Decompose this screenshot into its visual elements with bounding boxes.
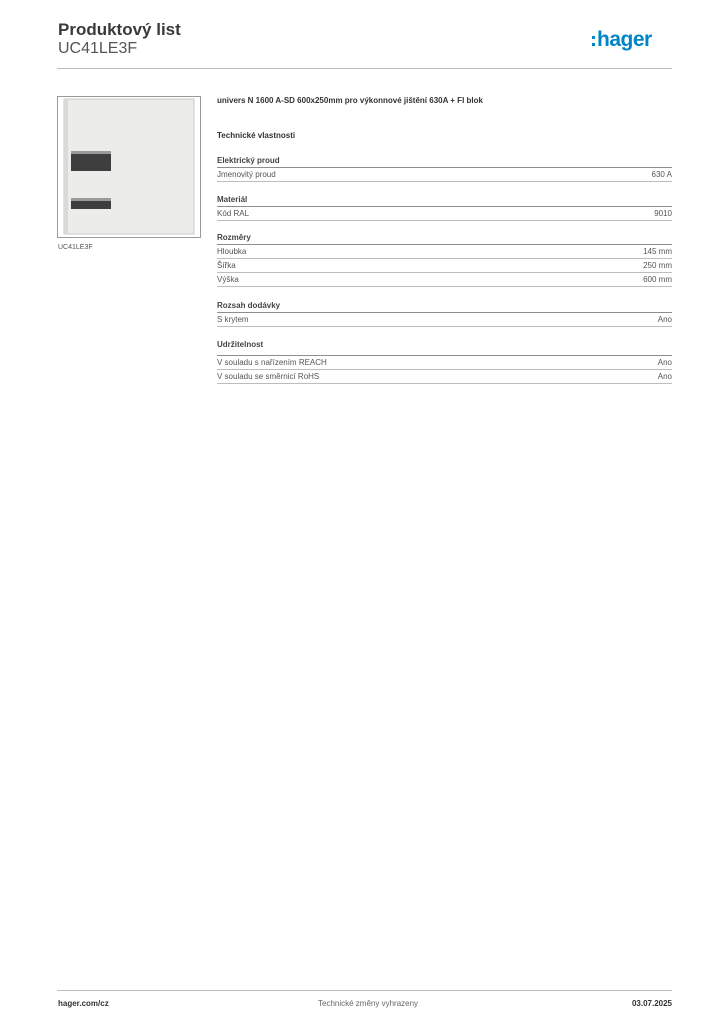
- spec-label: Šířka: [217, 261, 236, 270]
- group-title-material: Materiál: [217, 195, 248, 204]
- group-divider: [217, 167, 672, 168]
- spec-value: 630 A: [651, 170, 672, 179]
- group-title-sustainability: Udržitelnost: [217, 340, 264, 349]
- spec-row: S krytem Ano: [217, 314, 672, 327]
- spec-row: V souladu s nařízením REACH Ano: [217, 357, 672, 370]
- spec-value: 9010: [654, 209, 672, 218]
- distribution-board-illustration: [63, 98, 195, 235]
- spec-label: V souladu se směrnicí RoHS: [217, 372, 320, 381]
- footer-divider: [57, 990, 672, 991]
- header-divider: [57, 68, 672, 69]
- logo-wordmark: hager: [597, 28, 652, 51]
- spec-value: 250 mm: [643, 261, 672, 270]
- group-divider: [217, 244, 672, 245]
- group-title-dimensions: Rozměry: [217, 233, 251, 242]
- spec-value: 600 mm: [643, 275, 672, 284]
- spec-row: Výška 600 mm: [217, 274, 672, 287]
- spec-label: Hloubka: [217, 247, 247, 256]
- spec-value: 145 mm: [643, 247, 672, 256]
- spec-label: Výška: [217, 275, 239, 284]
- footer-notice: Technické změny vyhrazeny: [318, 999, 419, 1008]
- spec-value: Ano: [657, 372, 672, 381]
- product-description: univers N 1600 A-SD 600x250mm pro výkonn…: [217, 96, 483, 105]
- spec-label: Kód RAL: [217, 209, 250, 218]
- group-divider: [217, 355, 672, 356]
- logo-dot-bottom: [592, 43, 595, 46]
- logo-dot-top: [592, 36, 595, 39]
- image-caption: UC41LE3F: [58, 244, 93, 251]
- specs-title: Technické vlastnosti: [217, 131, 296, 140]
- hager-logo[interactable]: hager: [592, 27, 674, 55]
- spec-label: S krytem: [217, 315, 249, 324]
- page-title: Produktový list: [58, 20, 181, 39]
- footer-website-link[interactable]: hager.com/cz: [58, 999, 109, 1008]
- footer-date: 03.07.2025: [631, 999, 672, 1008]
- spec-row: V souladu se směrnicí RoHS Ano: [217, 371, 672, 384]
- spec-label: Jmenovitý proud: [217, 170, 276, 179]
- group-divider: [217, 312, 672, 313]
- group-divider: [217, 206, 672, 207]
- spec-value: Ano: [657, 358, 672, 367]
- spec-value: Ano: [657, 315, 672, 324]
- spec-row: Jmenovitý proud 630 A: [217, 169, 672, 182]
- spec-row: Hloubka 145 mm: [217, 246, 672, 259]
- spec-row: Kód RAL 9010: [217, 208, 672, 221]
- group-title-delivery: Rozsah dodávky: [217, 301, 281, 310]
- spec-row: Šířka 250 mm: [217, 260, 672, 273]
- group-title-electrical: Elektrický proud: [217, 156, 280, 165]
- spec-label: V souladu s nařízením REACH: [217, 358, 327, 367]
- product-code-subtitle: UC41LE3F: [58, 40, 138, 57]
- product-image: [57, 96, 201, 238]
